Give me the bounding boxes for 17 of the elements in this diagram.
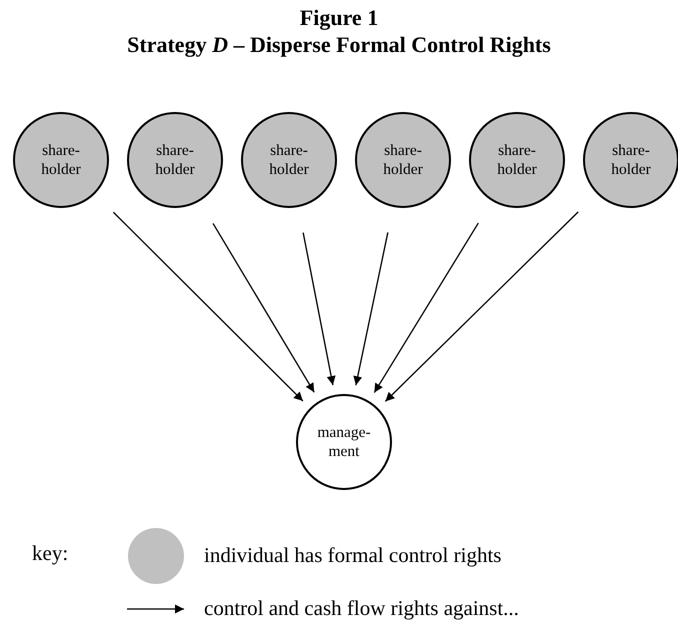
arrow [112, 212, 304, 402]
legend-text: control and cash flow rights against... [204, 596, 519, 620]
node-label: share-holder [40, 141, 82, 179]
arrow [302, 232, 336, 386]
node-label: share-holder [382, 141, 424, 179]
node-label: share-holder [496, 141, 538, 179]
arrow [353, 232, 388, 386]
legend-text: individual has formal control rights [204, 543, 502, 567]
arrow [374, 222, 479, 393]
figure-title: Figure 1 Strategy D – Disperse Formal Control Rights [126, 4, 552, 58]
node-label: share-holder [154, 141, 196, 179]
node-label: share-holder [268, 141, 310, 179]
node-label: manage-ment [316, 423, 372, 461]
arrow [384, 211, 579, 402]
key-label: key: [32, 541, 68, 565]
arrow [212, 223, 315, 393]
node-label: share-holder [610, 141, 652, 179]
